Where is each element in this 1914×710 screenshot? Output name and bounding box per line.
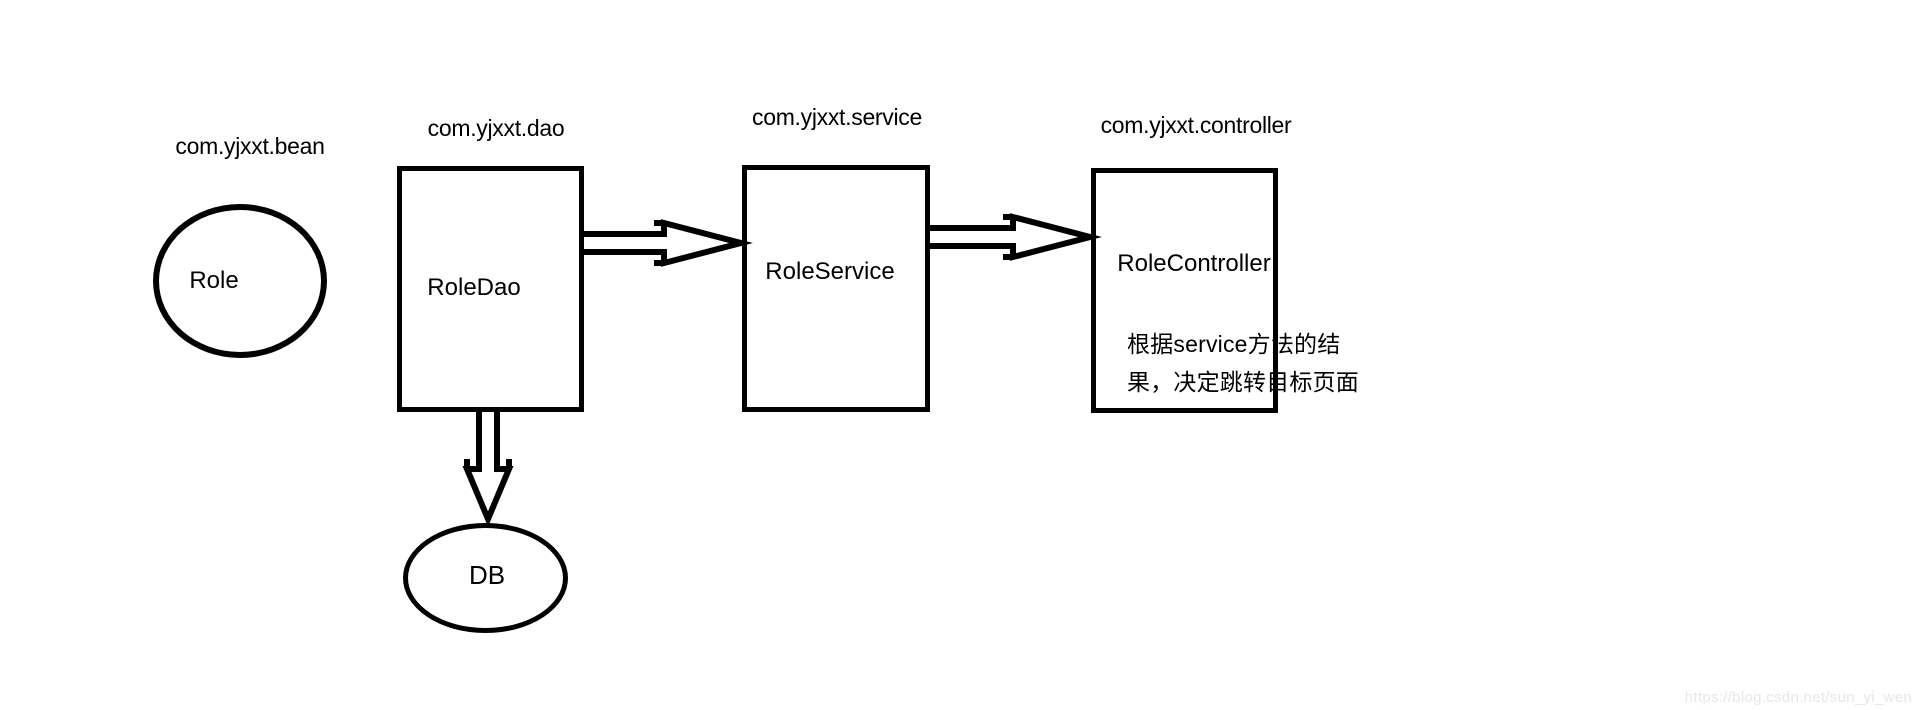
arrow-tail-hooks <box>464 459 512 469</box>
arrow-service-to-controller-icon <box>930 213 1102 261</box>
db-ellipse-node <box>403 523 568 633</box>
controller-note-line2: 果，决定跳转目标页面 <box>1127 369 1359 395</box>
role-node-label: Role <box>189 267 239 294</box>
package-label-service: com.yjxxt.service <box>752 104 922 130</box>
roleservice-box-node <box>742 165 930 412</box>
roledao-box-node <box>397 166 584 412</box>
roledao-node-label: RoleDao <box>427 274 521 301</box>
arrow-dao-to-service-icon <box>584 219 753 267</box>
watermark-text: https://blog.csdn.net/sun_yi_wen <box>1684 689 1912 706</box>
arrow-dao-to-db-icon <box>462 411 514 527</box>
db-node-label: DB <box>468 560 506 590</box>
package-label-controller: com.yjxxt.controller <box>1100 112 1292 138</box>
arrow-tail-hooks <box>1003 214 1013 260</box>
rolecontroller-node-label: RoleController <box>1117 250 1271 277</box>
arrow-outline <box>930 213 1102 261</box>
arrow-outline <box>584 219 753 267</box>
controller-note-line1: 根据service方法的结 <box>1127 331 1341 357</box>
roleservice-node-label: RoleService <box>765 258 895 285</box>
package-label-dao: com.yjxxt.dao <box>427 115 565 141</box>
arrow-tail-hooks <box>654 220 664 266</box>
rolecontroller-box-node <box>1091 168 1278 413</box>
arrow-outline <box>462 411 514 527</box>
role-ellipse-node <box>153 204 327 358</box>
package-label-bean: com.yjxxt.bean <box>175 133 325 159</box>
